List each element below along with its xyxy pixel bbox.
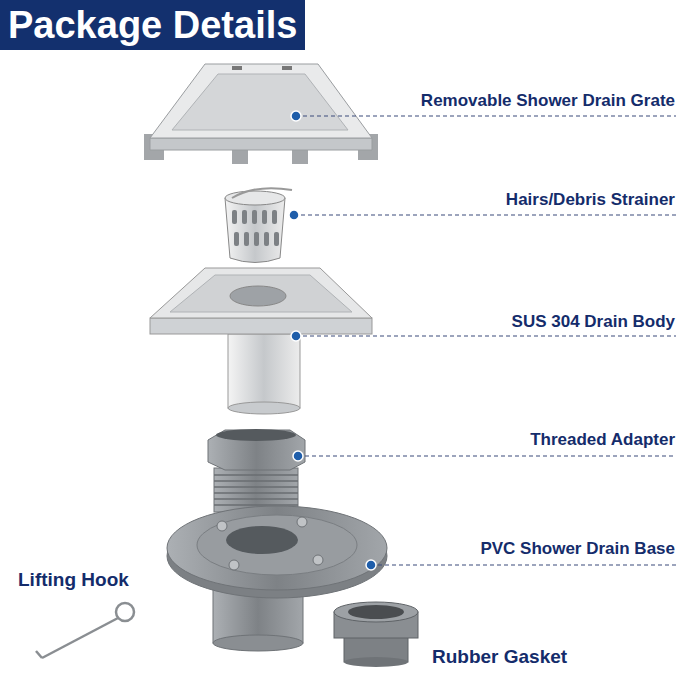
part-label: PVC Shower Drain Base [480, 539, 675, 559]
leader-dots [289, 111, 376, 570]
part-label: Lifting Hook [18, 569, 129, 591]
part-label: Rubber Gasket [432, 646, 567, 668]
part-label: SUS 304 Drain Body [512, 312, 675, 332]
drain-body [150, 268, 372, 414]
part-label: Hairs/Debris Strainer [506, 190, 675, 210]
part-label: Threaded Adapter [530, 430, 675, 450]
rubber-gasket [334, 602, 418, 667]
part-label: Removable Shower Drain Grate [421, 91, 675, 111]
drain-grate [144, 64, 378, 164]
debris-strainer [225, 188, 292, 262]
lifting-hook [36, 603, 134, 658]
leader-lines [294, 116, 676, 565]
threaded-adapter [208, 429, 305, 512]
title-banner: Package Details [0, 0, 305, 50]
